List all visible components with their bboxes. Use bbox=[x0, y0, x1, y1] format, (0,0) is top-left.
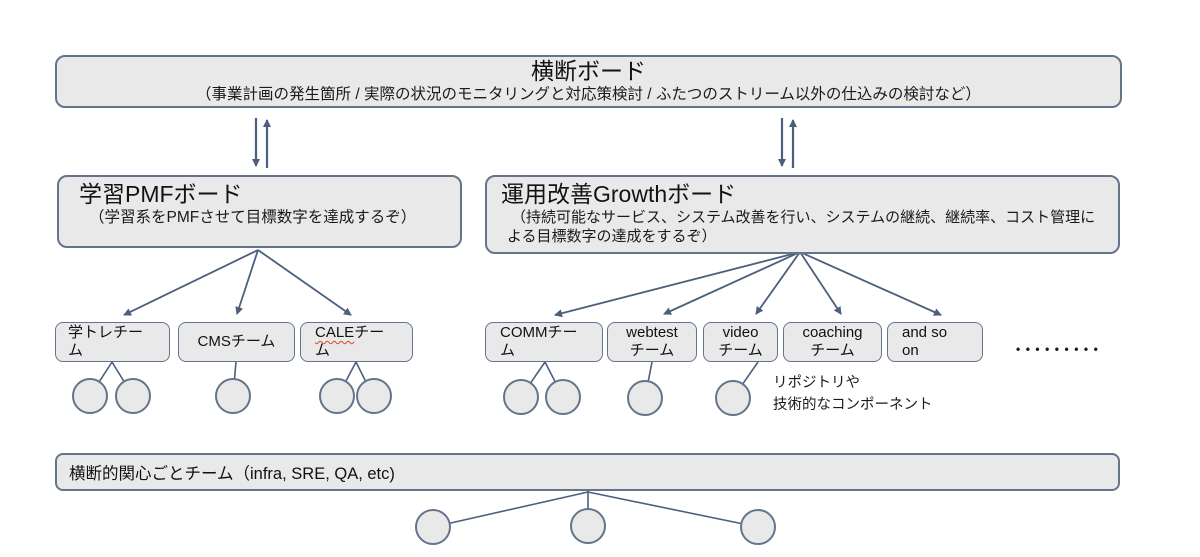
annotation-line1: リポジトリや bbox=[773, 375, 860, 391]
member-circle bbox=[715, 380, 751, 416]
team-label: coachingチーム bbox=[802, 324, 863, 359]
annotation-line2: 技術的なコンポーネント bbox=[773, 397, 933, 413]
member-circle bbox=[740, 509, 776, 545]
team-label: COMMチーム bbox=[500, 324, 578, 359]
growth-fan-arrows bbox=[554, 251, 942, 318]
team-label: webtestチーム bbox=[626, 324, 678, 359]
board-cross-cutting-title: 横断ボード bbox=[531, 58, 646, 84]
team-label: 学トレチーム bbox=[68, 324, 144, 359]
pmf-fan-arrows bbox=[123, 249, 352, 316]
board-growth: 運用改善Growthボード （持続可能なサービス、システム改善を行い、システムの… bbox=[485, 175, 1120, 254]
member-circle bbox=[415, 509, 451, 545]
member-circle bbox=[319, 378, 355, 414]
team-box-comm: COMMチーム bbox=[485, 322, 603, 362]
board-pmf-subtitle: （学習系をPMFさせて目標数字を達成するぞ） bbox=[89, 209, 417, 226]
team-label: CALEチーム bbox=[315, 324, 385, 360]
team-box-gakutore: 学トレチーム bbox=[55, 322, 170, 362]
member-circle bbox=[503, 379, 539, 415]
team-label-misspelled-part: CALE bbox=[315, 324, 355, 341]
board-cross-concern-team: 横断的関心ごとチーム（infra, SRE, QA, etc) bbox=[55, 453, 1120, 491]
team-label-suffix: チーム bbox=[315, 324, 385, 359]
team-label: CMSチーム bbox=[197, 333, 276, 350]
annotation-repository-note: リポジトリや 技術的なコンポーネント bbox=[773, 372, 933, 416]
member-circle bbox=[545, 379, 581, 415]
member-circle bbox=[627, 380, 663, 416]
bidirectional-arrows-top-to-growth bbox=[778, 118, 797, 168]
member-circle bbox=[115, 378, 151, 414]
board-growth-subtitle: （持続可能なサービス、システム改善を行い、システムの継続、継続率、コスト管理によ… bbox=[507, 209, 1096, 245]
member-circle bbox=[356, 378, 392, 414]
board-cross-cutting: 横断ボード （事業計画の発生箇所 / 実際の状況のモニタリングと対応策検討 / … bbox=[55, 55, 1122, 108]
team-box-webtest: webtestチーム bbox=[607, 322, 697, 362]
team-box-coaching: coachingチーム bbox=[783, 322, 882, 362]
member-circle bbox=[570, 508, 606, 544]
team-label: videoチーム bbox=[718, 324, 763, 359]
board-pmf-title: 学習PMFボード bbox=[79, 181, 243, 207]
board-cross-concern-label: 横断的関心ごとチーム（infra, SRE, QA, etc) bbox=[69, 465, 395, 483]
team-box-video: videoチーム bbox=[703, 322, 778, 362]
team-box-and-so-on: and so on bbox=[887, 322, 983, 362]
member-circle bbox=[215, 378, 251, 414]
board-cross-cutting-subtitle: （事業計画の発生箇所 / 実際の状況のモニタリングと対応策検討 / ふたつのスト… bbox=[196, 86, 981, 103]
board-pmf: 学習PMFボード （学習系をPMFさせて目標数字を達成するぞ） bbox=[57, 175, 462, 248]
board-growth-title: 運用改善Growthボード bbox=[501, 181, 737, 207]
team-box-cms: CMSチーム bbox=[178, 322, 295, 362]
team-box-cale: CALEチーム bbox=[300, 322, 413, 362]
member-circle bbox=[72, 378, 108, 414]
more-teams-dots: ••••••••• bbox=[1016, 342, 1104, 356]
bidirectional-arrows-top-to-pmf bbox=[252, 118, 271, 168]
team-label: and so on bbox=[902, 324, 948, 359]
